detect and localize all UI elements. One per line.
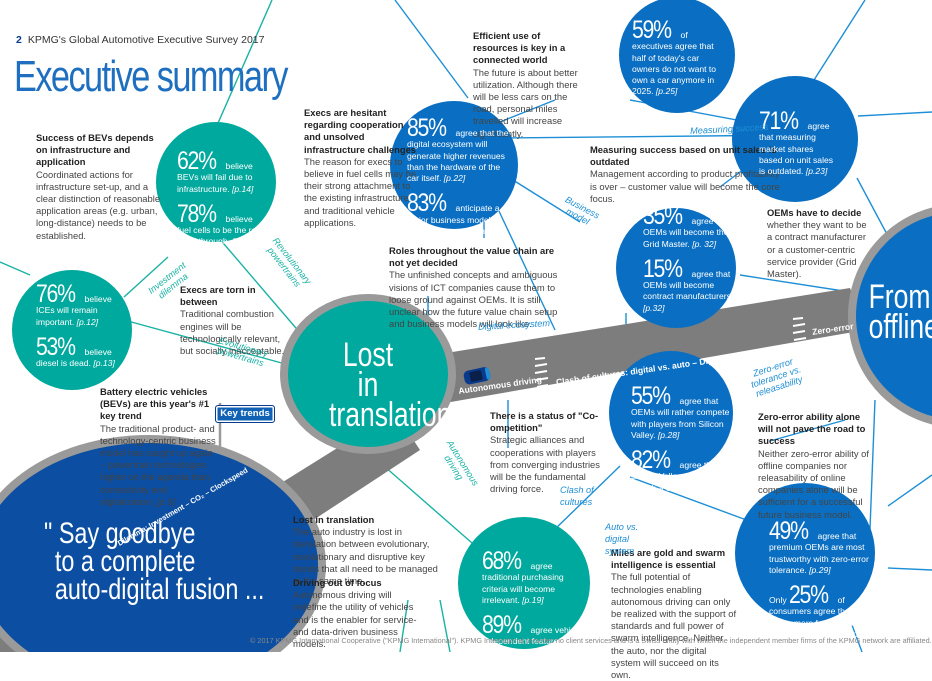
stat-text: of executives agree that half of today's… [632, 30, 717, 97]
stat-percent: 76% [36, 280, 76, 308]
stat-percent: 85% [407, 114, 447, 142]
text-block-efficient-use: Efficient use of resources is key in a c… [473, 30, 578, 139]
key-trends-sign: Key trends [215, 405, 275, 423]
stat-text: Only [769, 595, 787, 606]
page-ref: [p.14] [231, 183, 254, 194]
stat-row: 85%agree that the digital ecosystem will… [407, 114, 511, 184]
stat-percent: 78% [177, 199, 217, 228]
text-block-measuring-success: Measuring success based on unit sales is… [590, 144, 780, 204]
text-block-zero-error: Zero-error ability alone will not pave t… [758, 411, 869, 520]
stat-percent: 68% [482, 547, 522, 575]
stat-text: agree that premium OEMs are most trustwo… [769, 531, 869, 575]
stat-row: 78%believe fuel cells to be the real bre… [177, 199, 267, 248]
text-block-bevs-key-trend: Battery electric vehicles (BEVs) are thi… [100, 386, 216, 507]
stat-row: 68%agree traditional purchasing criteria… [482, 547, 584, 606]
stat-text: agree traditional purchasing criteria wi… [482, 561, 564, 605]
page-ref: [p.22] [443, 173, 466, 184]
stat-percent: 83% [407, 189, 447, 218]
stat-text: agree that the digital ecosystem will ge… [407, 128, 509, 184]
stat-percent: 82% [631, 446, 671, 475]
stat-row: 35%agree that OEMs will become the Grid … [643, 202, 739, 250]
stat-percent: 55% [631, 382, 671, 410]
text-block-miles-gold: Miles are gold and swarm intelligence is… [611, 547, 737, 681]
page-ref: [p.24] [432, 237, 455, 248]
stat-circle-ice: 76%believe ICEs will remain important. [… [36, 280, 122, 377]
stat-text: believe diesel is dead. [36, 346, 112, 369]
hub-lost-in-translation: Lost in translation [329, 336, 452, 434]
page-ref: [p.23] [805, 166, 828, 177]
link-label-clash-of-cultures: Clash of cultures [560, 485, 594, 507]
stat-row: 49%agree that premium OEMs are most trus… [769, 517, 881, 576]
stat-row: Only 25%of consumers agree that newcomer… [769, 581, 881, 651]
stat-text: agree that a Silicon Valley company will… [631, 460, 734, 505]
stat-percent: 59% [632, 16, 672, 44]
page-ref: [p.29] [769, 640, 791, 651]
stat-text: agree that OEMs will become the Grid Mas… [643, 216, 731, 249]
stat-circle-bevs: 62%believe BEVs will fail due to infrast… [177, 147, 267, 256]
stat-text: believe BEVs will fail due to infrastruc… [177, 161, 253, 194]
stat-row: 76%believe ICEs will remain important. [… [36, 280, 122, 328]
stat-row: 53%believe diesel is dead. [p.13] [36, 332, 122, 370]
stat-percent: 49% [769, 517, 809, 545]
page-ref: [p.13] [93, 358, 115, 369]
road-digital [440, 288, 865, 403]
stat-text: believe ICEs will remain important. [36, 294, 112, 327]
text-block-roles-value-chain: Roles throughout the value chain are not… [389, 245, 558, 330]
stat-percent: 53% [36, 332, 76, 361]
stat-circle-digital-ecosystem: 85%agree that the digital ecosystem will… [407, 114, 511, 257]
page-number: 2 [16, 34, 22, 46]
stat-percent: 89% [482, 611, 522, 640]
page-ref: [p.14] [232, 236, 254, 247]
page-ref: [p.19] [522, 594, 544, 605]
stat-text: believe fuel cells to be the real breakt… [177, 213, 263, 247]
page-header: 2 KPMG's Global Automotive Executive Surv… [16, 34, 264, 46]
page-ref: [p.32] [643, 302, 665, 313]
publication-title: KPMG's Global Automotive Executive Surve… [27, 34, 265, 46]
car-icon [463, 367, 491, 385]
stat-text: agree that OEMs will become contract man… [643, 268, 734, 302]
stat-percent: 15% [643, 254, 683, 283]
stat-circle-silicon-valley: 55%agree that OEMs will rather compete w… [631, 382, 735, 513]
page-ref: [p.25] [655, 86, 678, 97]
stat-row: 71%agree that measuring market shares ba… [759, 107, 839, 177]
stat-percent: 35% [643, 202, 683, 230]
text-block-execs-hesitant: Execs are hesitant regarding cooperation… [304, 107, 417, 228]
page-ref: [p.20] [512, 659, 535, 670]
stat-text: agree that OEMs will rather compete with… [631, 396, 730, 440]
stat-text: of consumers agree that newcomers from S… [769, 595, 874, 640]
stat-circle-car-ownership: 59%of executives agree that half of toda… [632, 16, 728, 106]
stat-row: 82%agree that a Silicon Valley company w… [631, 446, 735, 505]
stat-text: anticipate a major business model disrup… [407, 203, 504, 248]
page-ref: [p.28] [657, 429, 680, 440]
footer-copyright: © 2017 KPMG International Cooperative ("… [250, 636, 932, 645]
stat-text: agree that measuring market shares based… [759, 121, 834, 177]
infographic-background [0, 0, 932, 652]
stat-percent: 62% [177, 147, 217, 175]
link-label-auto-vs-digital: Auto vs. digital system [605, 522, 639, 556]
stat-circle-trustworthiness: 49%agree that premium OEMs are most trus… [769, 517, 881, 660]
stat-percent: 25% [789, 581, 829, 610]
stat-row: 15%agree that OEMs will become contract … [643, 254, 739, 314]
stat-circle-purchasing-criteria: 68%agree traditional purchasing criteria… [482, 547, 584, 678]
page-ref: [p. 32] [692, 238, 717, 249]
stat-row: 62%believe BEVs will fail due to infrast… [177, 147, 267, 195]
stat-circle-unit-sales: 71%agree that measuring market shares ba… [759, 107, 839, 185]
hub-from-offline: From offline [868, 278, 932, 346]
text-block-co-ompetition: There is a status of "Co-ompetition"Stra… [490, 410, 600, 495]
page-title: Executive summary [14, 52, 288, 101]
page-ref: [p.29] [809, 564, 831, 575]
stat-percent: 71% [759, 107, 799, 135]
stat-row: 59%of executives agree that half of toda… [632, 16, 728, 98]
text-block-bevs-success: Success of BEVs depends on infrastructur… [36, 132, 161, 241]
stat-circle-grid-master: 35%agree that OEMs will become the Grid … [643, 202, 739, 322]
page-ref: [p.27] [656, 494, 679, 505]
stat-row: 83%anticipate a major business model dis… [407, 189, 511, 248]
stat-row: 55%agree that OEMs will rather compete w… [631, 382, 735, 441]
page-ref: [p.12] [76, 316, 99, 327]
pull-quote: " Say goodbye to a complete auto-digital… [44, 517, 265, 606]
